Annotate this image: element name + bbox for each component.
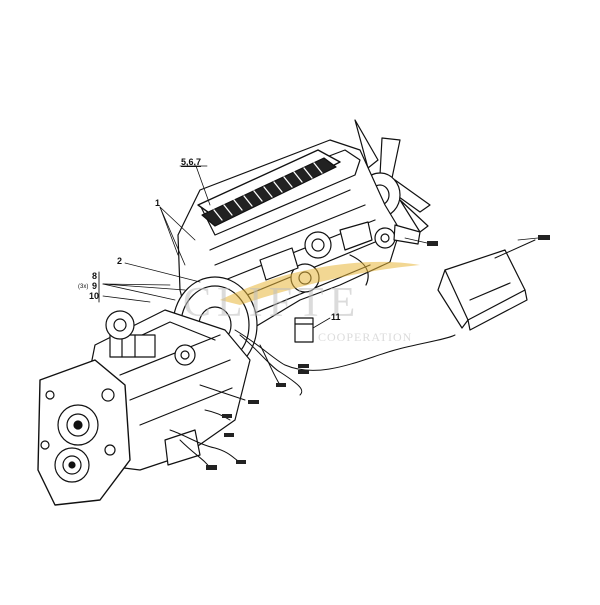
- callout-1: 1: [155, 198, 161, 208]
- callout-9: 9: [92, 281, 98, 291]
- valve-cover: [197, 149, 341, 227]
- watermark-swoosh: [220, 261, 420, 305]
- wiring-harness: [169, 329, 456, 469]
- wire-tags: [206, 235, 550, 470]
- transfer-case: [37, 359, 131, 506]
- callout-10: 10: [89, 291, 100, 301]
- callout-8: 8: [92, 271, 98, 281]
- watermark-subtitle: COOPERATION: [318, 330, 413, 344]
- callout-3x: (3x): [78, 284, 89, 290]
- detached-bracket: [437, 239, 536, 331]
- callout-11: 11: [331, 312, 341, 322]
- leader-lines: [102, 165, 539, 329]
- front-accessories: [259, 221, 421, 343]
- callout-2: 2: [117, 256, 123, 266]
- callout-5-6-7: 5,6,7: [181, 157, 202, 167]
- watermark-title: CLIFTE: [183, 280, 362, 326]
